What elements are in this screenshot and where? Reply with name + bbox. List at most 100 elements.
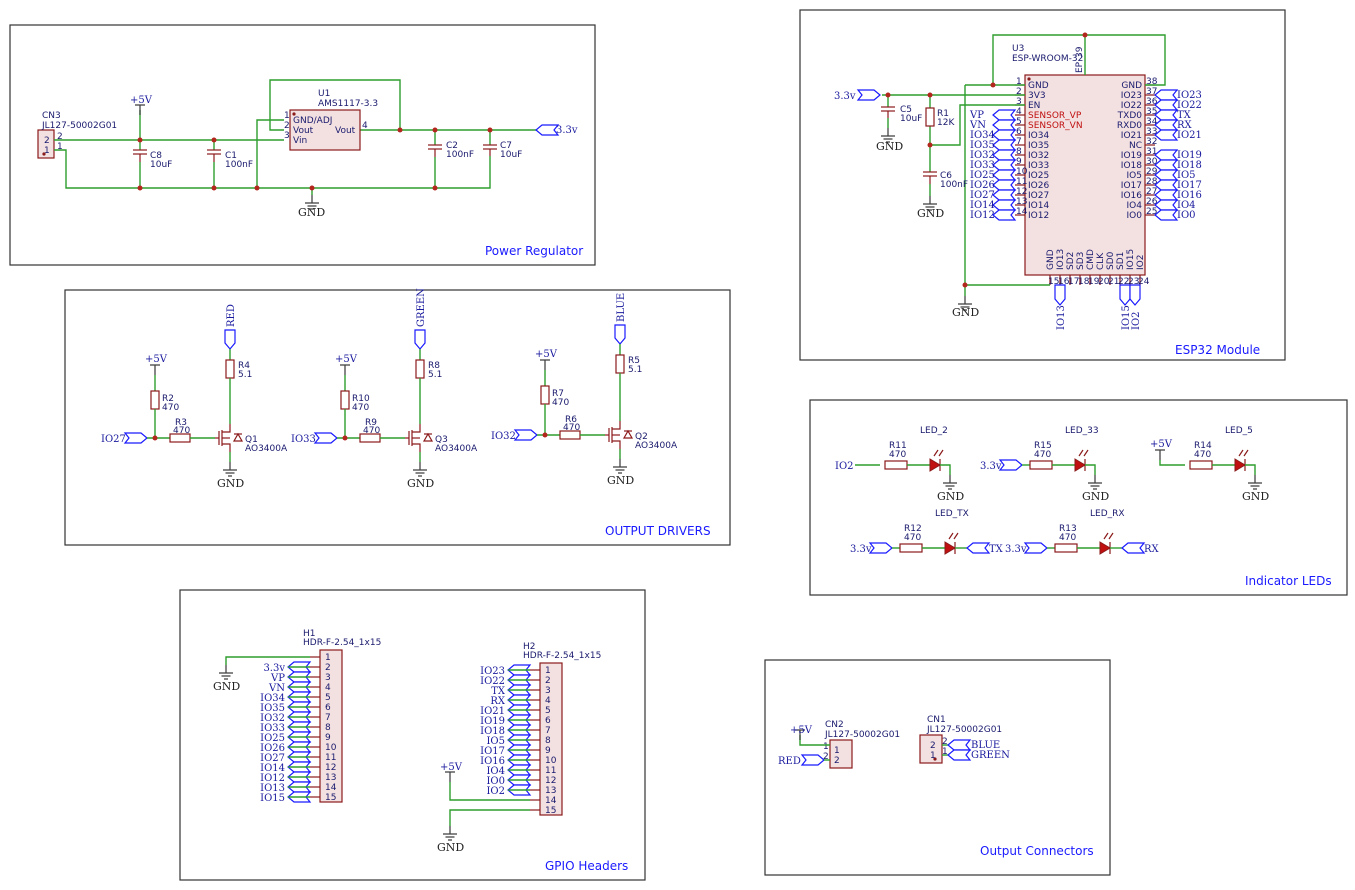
gnd-label: GND (1242, 490, 1269, 503)
gpio-headers-sheet: GPIO Headers H1HDR-F-2.54_1x15123.3v3VP4… (179, 589, 646, 881)
svg-text:470: 470 (162, 403, 179, 413)
svg-text:470: 470 (173, 426, 190, 436)
esp-pin-name: GND (1121, 81, 1142, 91)
header-pin-num: 1 (545, 666, 551, 676)
svg-text:12K: 12K (937, 118, 955, 128)
svg-text:2: 2 (930, 741, 936, 751)
header-body[interactable] (319, 649, 343, 803)
esp-pin-num: 5 (1016, 117, 1022, 127)
connectors-frame (764, 659, 1111, 876)
esp-pin-name: IO32 (1028, 151, 1049, 161)
header-net-label: IO5 (486, 736, 505, 747)
esp-left-flag: IO26 (970, 180, 995, 191)
net-flag[interactable] (614, 324, 626, 345)
esp-pin-num: 23 (1128, 277, 1139, 287)
esp-right-flag: IO17 (1177, 180, 1202, 191)
svg-text:R1: R1 (937, 109, 949, 119)
header-net-label: IO0 (486, 776, 505, 787)
svg-text:R6: R6 (565, 415, 577, 425)
esp-pin-num: 1 (1016, 77, 1022, 87)
svg-text:AO3400A: AO3400A (435, 444, 478, 454)
header-net-label: IO25 (260, 733, 285, 744)
svg-text:R2: R2 (162, 394, 174, 404)
svg-text:LED_33: LED_33 (1065, 426, 1099, 436)
esp-left-flag: VP (969, 110, 984, 121)
esp-pin-name: IO34 (1028, 131, 1049, 141)
resistor[interactable] (150, 390, 160, 410)
header-pin-num: 10 (325, 743, 337, 753)
esp-pin-name: IO33 (1028, 161, 1049, 171)
svg-text:+5V: +5V (1150, 439, 1173, 450)
svg-text:LED_RX: LED_RX (1090, 509, 1125, 519)
u1-body[interactable] (289, 109, 361, 151)
esp-pin-name: SD2 (1066, 252, 1076, 270)
svg-text:Q2: Q2 (635, 432, 648, 442)
svg-text:2: 2 (284, 121, 290, 131)
svg-text:LED_2: LED_2 (920, 426, 948, 436)
gnd-label: GND (217, 477, 244, 490)
svg-text:R14: R14 (1194, 441, 1212, 451)
resistor[interactable] (540, 385, 550, 405)
esp-pin-num: 7 (1016, 137, 1022, 147)
svg-text:2: 2 (44, 136, 50, 146)
svg-text:R9: R9 (365, 418, 377, 428)
connectors-title: Output Connectors (980, 844, 1094, 858)
esp-pin-num: 37 (1146, 87, 1157, 97)
header-pin-num: 4 (545, 696, 551, 706)
svg-text:GND: GND (876, 140, 903, 153)
esp-pin-name: IO35 (1028, 141, 1049, 151)
esp-pin-name: IO18 (1121, 161, 1142, 171)
header-net-label: IO15 (260, 793, 285, 804)
resistor[interactable] (340, 390, 350, 410)
esp-right-flag: IO16 (1177, 190, 1202, 201)
resistor[interactable] (1029, 460, 1053, 470)
svg-text:2: 2 (942, 737, 948, 747)
esp-pin-num: 12 (1016, 187, 1027, 197)
esp-pin-num: 24 (1138, 277, 1150, 287)
leds-frame (809, 399, 1348, 596)
esp-pin-num: 22 (1118, 277, 1129, 287)
u3-value: ESP-WROOM-32 (1012, 54, 1083, 64)
esp-pin-name: IO0 (1127, 211, 1143, 221)
esp-pin-num: 10 (1016, 167, 1028, 177)
resistor[interactable] (615, 354, 625, 374)
svg-text:470: 470 (563, 423, 580, 433)
gnd-label: GND (937, 490, 964, 503)
svg-text:10uF: 10uF (900, 114, 922, 124)
svg-text:+5V: +5V (440, 762, 463, 773)
esp-pin-name: IO23 (1121, 91, 1142, 101)
cn2-body[interactable] (829, 739, 853, 769)
resistor[interactable] (884, 460, 908, 470)
svg-text:RX: RX (1144, 544, 1160, 555)
resistor[interactable] (1189, 460, 1213, 470)
header-net-label: IO12 (260, 773, 285, 784)
cn3-body[interactable] (37, 129, 55, 159)
cn3-value: JL127-50002G01 (41, 121, 117, 131)
esp-pin-name: IO19 (1121, 151, 1142, 161)
svg-text:470: 470 (363, 426, 380, 436)
esp-pin-num: 19 (1088, 277, 1100, 287)
svg-text:EP: EP (1075, 61, 1085, 73)
esp-bottom-flag: IO15 (1121, 305, 1132, 330)
net-flag[interactable] (224, 329, 236, 350)
resistor[interactable] (899, 543, 923, 553)
net-flag[interactable] (414, 329, 426, 350)
resistor[interactable] (1054, 543, 1078, 553)
esp-pin-num: 18 (1078, 277, 1090, 287)
header-pin-num: 2 (545, 676, 551, 686)
resistor[interactable] (415, 359, 425, 379)
resistor[interactable] (225, 359, 235, 379)
esp-left-flag: IO32 (970, 150, 995, 161)
esp-pin-name: IO4 (1127, 201, 1143, 211)
cn1-body[interactable] (919, 734, 943, 764)
svg-text:1: 1 (823, 742, 829, 752)
svg-text:3.3v: 3.3v (1005, 544, 1027, 555)
header-body[interactable] (539, 662, 563, 816)
svg-text:LED_5: LED_5 (1225, 426, 1253, 436)
power-gnd-label: GND (298, 206, 325, 219)
esp-right-flag: IO4 (1177, 200, 1196, 211)
power-frame (9, 24, 596, 266)
